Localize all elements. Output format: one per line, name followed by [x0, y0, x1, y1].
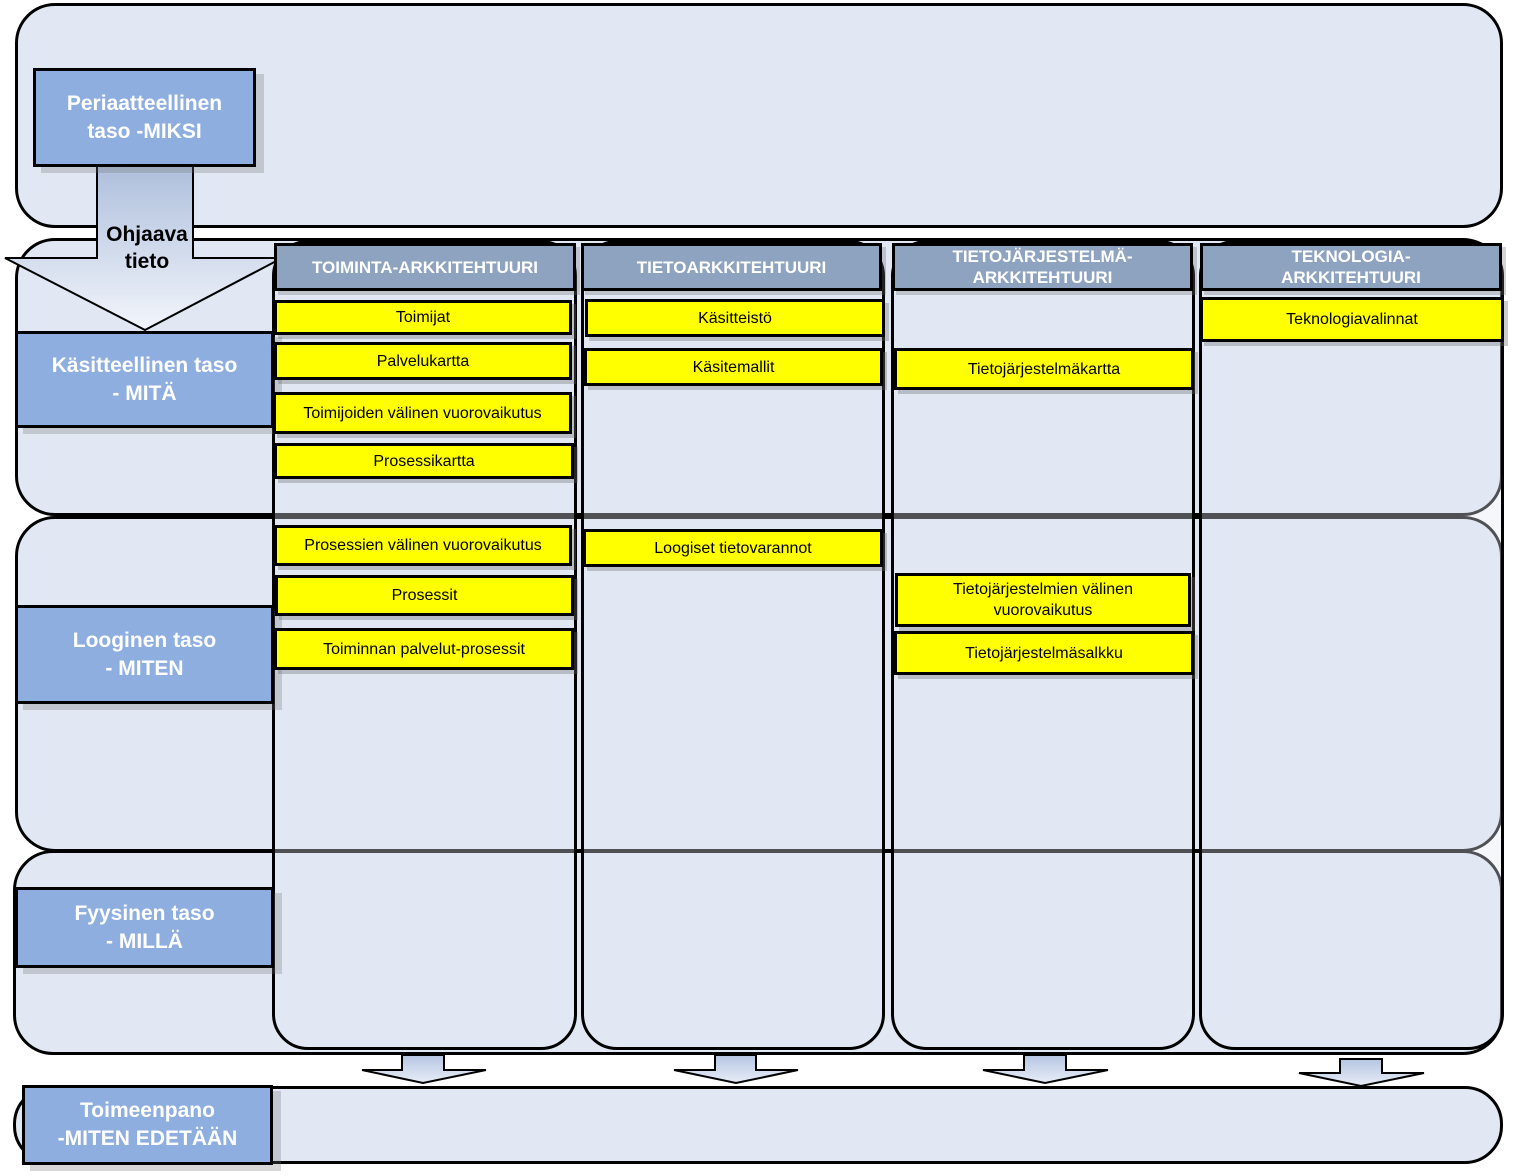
item-prosessikartta: Prosessikartta	[274, 443, 574, 479]
down-arrow-icon	[1298, 1058, 1425, 1088]
item-tietojarjestelmakartta: Tietojärjestelmäkartta	[894, 348, 1194, 390]
level-principle: Periaatteellinen taso -MIKSI	[33, 68, 256, 167]
item-prosessien-vuorovaikutus: Prosessien välinen vuorovaikutus	[274, 525, 572, 566]
item-toiminnan-palvelut-prosessit: Toiminnan palvelut-prosessit	[274, 628, 574, 670]
level-implementation: Toimeenpano -MITEN EDETÄÄN	[22, 1085, 273, 1165]
item-tietojarjestelmasalkku: Tietojärjestelmäsalkku	[894, 631, 1194, 675]
item-toimijat: Toimijat	[274, 300, 572, 335]
item-tietojarjestelmien-vuorovaikutus: Tietojärjestelmien välinen vuorovaikutus	[895, 573, 1191, 627]
down-arrow-icon	[982, 1054, 1109, 1085]
band-principle	[15, 3, 1503, 228]
down-arrow-icon	[361, 1054, 487, 1085]
header-teknologia-arkkitehtuuri: TEKNOLOGIA- ARKKITEHTUURI	[1200, 243, 1502, 291]
level-physical: Fyysinen taso - MILLÄ	[15, 887, 274, 968]
level-conceptual: Käsitteellinen taso - MITÄ	[15, 331, 274, 428]
guiding-arrow-icon	[4, 165, 283, 332]
item-kasitemallit: Käsitemallit	[584, 348, 883, 386]
item-teknologiavalinnat: Teknologiavalinnat	[1200, 297, 1504, 342]
item-loogiset-tietovarannot: Loogiset tietovarannot	[583, 529, 883, 567]
level-logical: Looginen taso - MITEN	[15, 605, 274, 704]
guiding-arrow-label: Ohjaava tieto	[106, 223, 188, 273]
item-palvelukartta: Palvelukartta	[274, 342, 572, 380]
down-arrow-icon	[673, 1054, 799, 1085]
item-prosessit: Prosessit	[275, 575, 574, 616]
item-kasitteisto: Käsitteistö	[585, 299, 885, 337]
header-toiminta-arkkitehtuuri: TOIMINTA-ARKKITEHTUURI	[274, 243, 576, 291]
header-tietoarkkitehtuuri: TIETOARKKITEHTUURI	[581, 243, 882, 291]
column-teknologia	[1199, 240, 1504, 1050]
header-tietojarjestelma-arkkitehtuuri: TIETOJÄRJESTELMÄ- ARKKITEHTUURI	[892, 243, 1193, 291]
item-toimijoiden-vuorovaikutus: Toimijoiden välinen vuorovaikutus	[273, 392, 572, 434]
